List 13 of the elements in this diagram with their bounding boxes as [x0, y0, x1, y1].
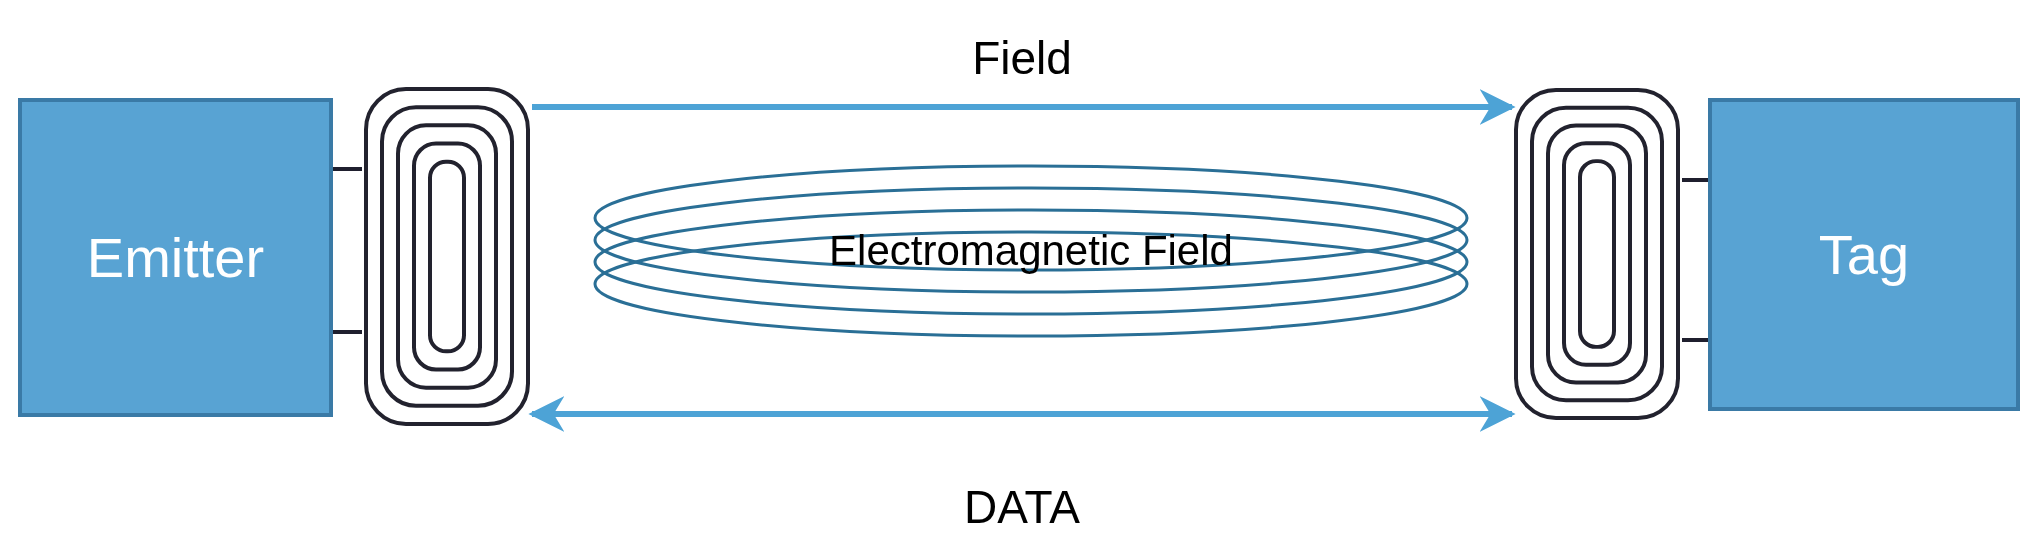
arrow [528, 396, 1516, 432]
arrow [532, 89, 1516, 125]
wire-line [1682, 178, 1708, 182]
edge-label: Field [972, 35, 1072, 81]
wire-line [333, 330, 362, 334]
wire-line [1682, 338, 1708, 342]
block-box [1708, 98, 2020, 411]
block-box [18, 98, 333, 417]
block-label: Tag [1818, 221, 1910, 288]
field-label: Electromagnetic Field [829, 226, 1233, 276]
edge-label: DATA [964, 484, 1080, 530]
wire-line [333, 167, 362, 171]
block-label: Emitter [86, 224, 265, 291]
